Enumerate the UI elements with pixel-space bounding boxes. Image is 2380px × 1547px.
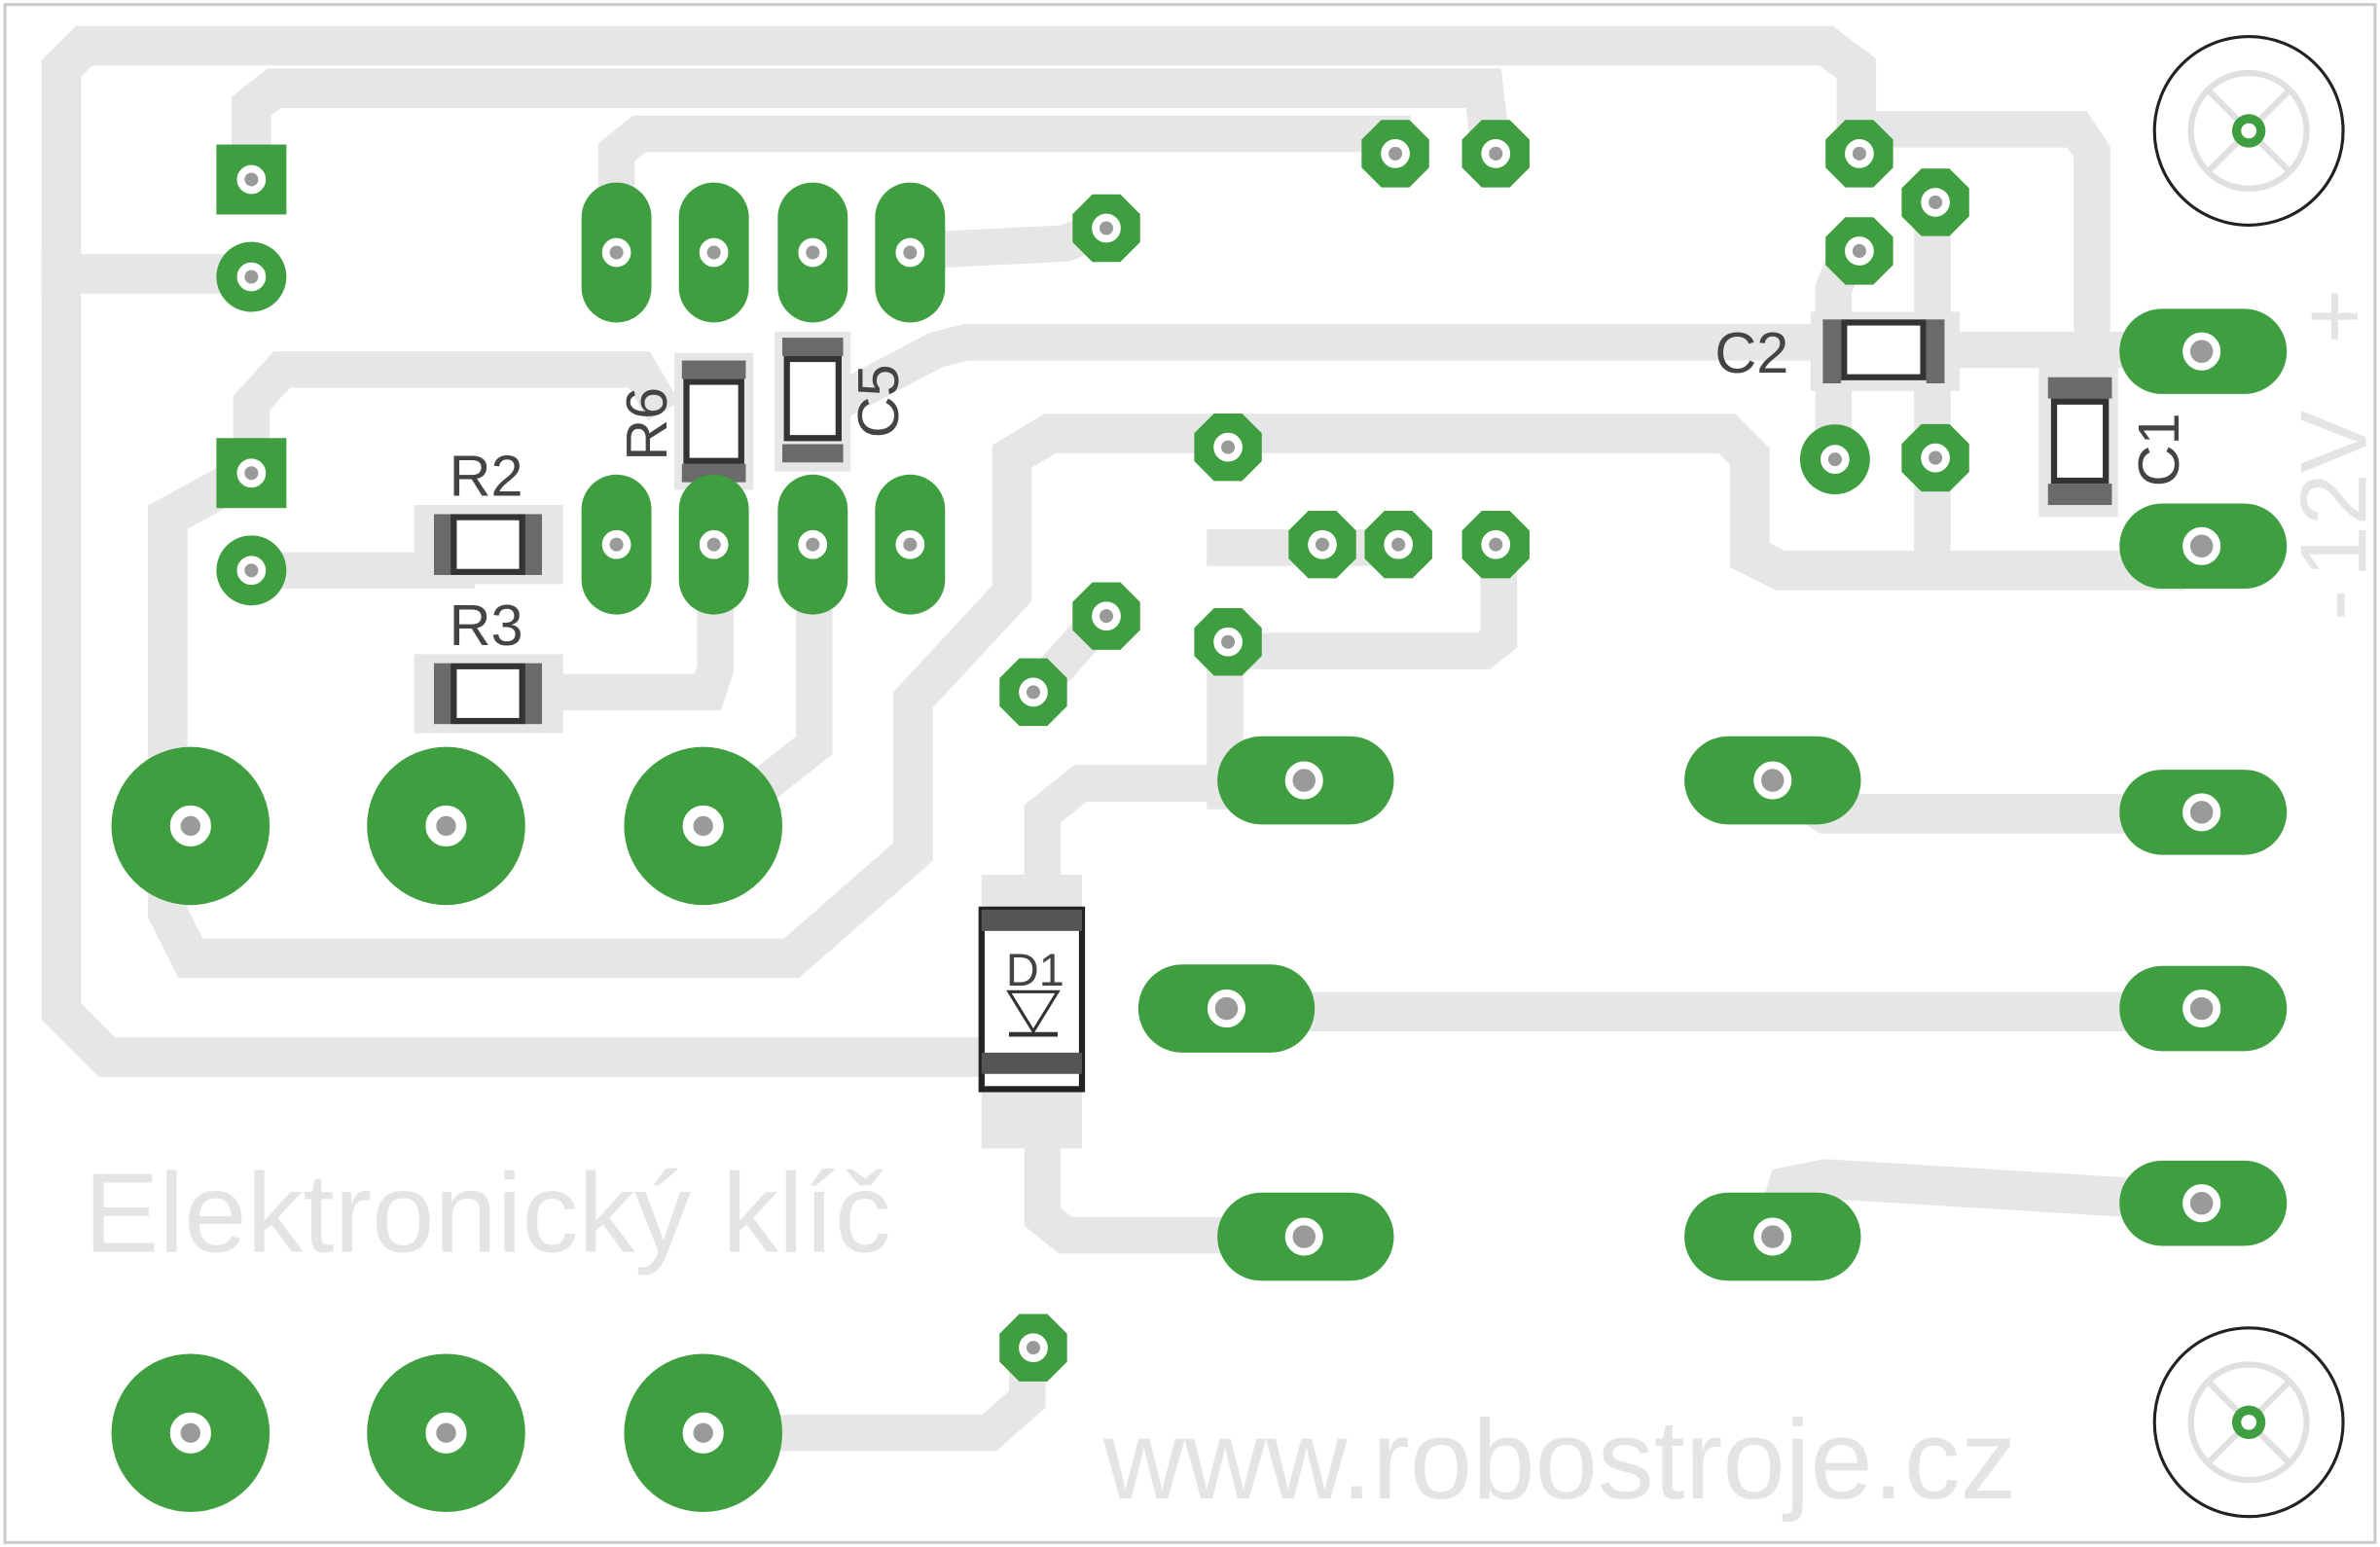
via-drill-9 <box>1308 529 1337 559</box>
round-vias <box>1799 424 1870 495</box>
label-d1: D1 <box>1006 945 1064 995</box>
website-label: www.robostroje.cz <box>1102 1396 2017 1523</box>
via-drill-8 <box>1213 432 1243 462</box>
power-plus-sign: + <box>2281 289 2380 344</box>
oblong-pads <box>1137 308 2288 1281</box>
via-drill-14 <box>1019 677 1048 707</box>
via-drill-10 <box>1384 529 1414 559</box>
via-drill-7 <box>1921 443 1950 473</box>
label-r3: R3 <box>450 593 523 658</box>
label-r6: R6 <box>614 387 679 461</box>
big-round-pads <box>111 746 783 1513</box>
via-drill-4 <box>1845 139 1874 168</box>
via-drill-12 <box>1092 601 1121 631</box>
pad-round-2 <box>216 535 287 606</box>
via-drill-3 <box>1092 213 1121 243</box>
via-drill-2 <box>1481 139 1511 168</box>
resistor-r3 <box>414 654 563 734</box>
label-r2: R2 <box>450 444 523 509</box>
via-drill-11 <box>1481 529 1511 559</box>
mounting-hole-top <box>2152 34 2345 227</box>
via-drill-15 <box>1019 1333 1048 1363</box>
mounting-hole-bottom <box>2152 1326 2345 1519</box>
label-c1: C1 <box>2126 413 2191 486</box>
board-title: Elektronický klíč <box>84 1150 890 1277</box>
via-drill-1 <box>1381 139 1410 168</box>
via-pads <box>999 120 1969 1382</box>
label-c5: C5 <box>846 364 911 438</box>
ic-pads <box>581 182 946 615</box>
via-drill-13 <box>1213 627 1243 657</box>
via-drill-5 <box>1921 188 1950 217</box>
pad-square-2 <box>216 438 287 509</box>
via-drill-6 <box>1845 236 1874 266</box>
capacitor-c5 <box>775 331 851 472</box>
diode-d1 <box>978 874 1086 1149</box>
power-label: 12V <box>2281 410 2380 578</box>
capacitor-c1 <box>2038 365 2118 518</box>
resistor-r2 <box>414 505 563 585</box>
capacitor-c2 <box>1810 311 1961 391</box>
resistor-r6 <box>674 352 754 490</box>
power-minus-sign: - <box>2281 590 2380 621</box>
pad-round-1 <box>216 241 287 312</box>
pad-square-1 <box>216 144 287 215</box>
label-c2: C2 <box>1714 320 1788 385</box>
